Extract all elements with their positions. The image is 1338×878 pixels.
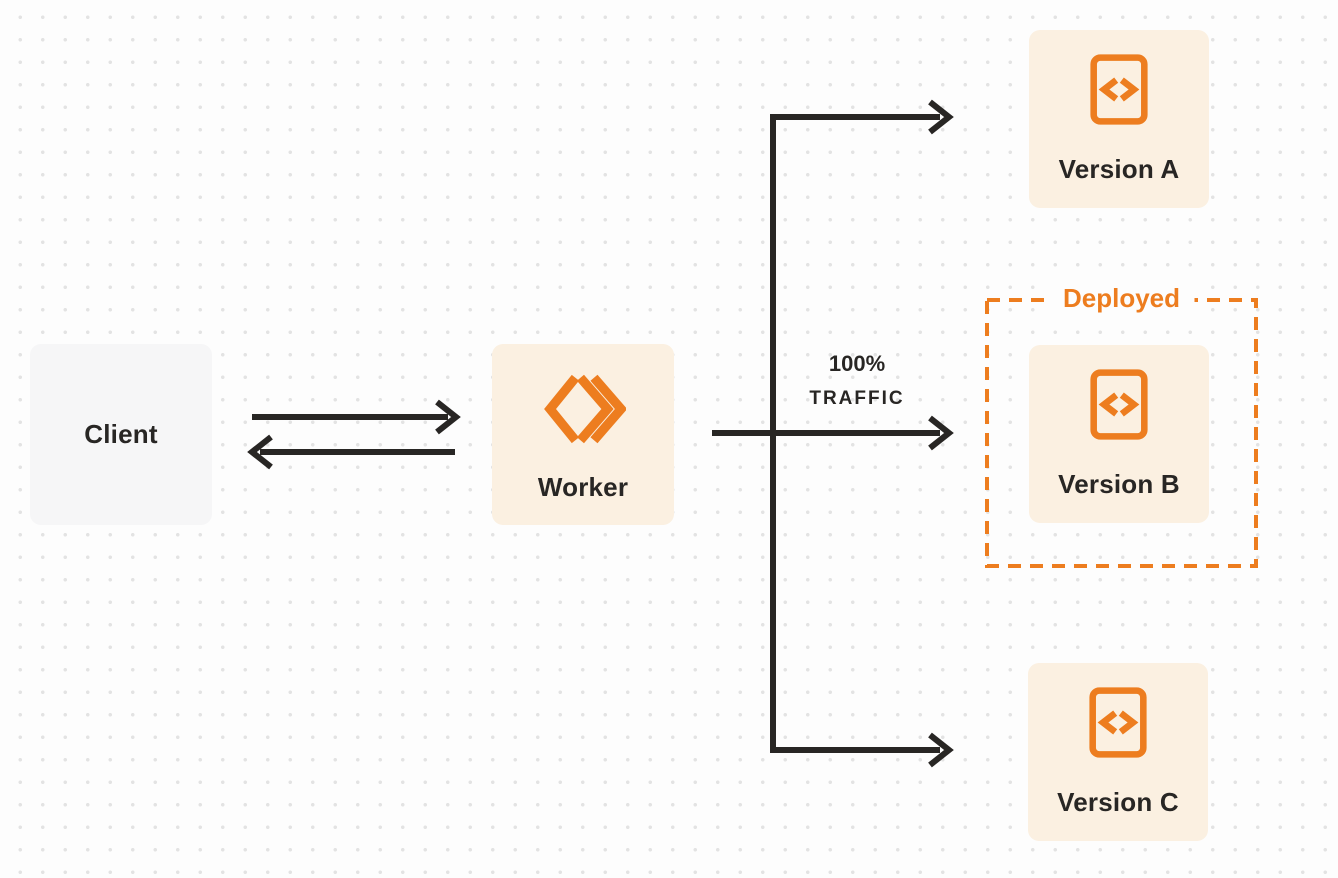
code-file-icon bbox=[1090, 369, 1148, 440]
branch-arrow-version-a bbox=[928, 99, 954, 135]
traffic-annotation: 100% TRAFFIC bbox=[777, 351, 937, 410]
client-node: Client bbox=[30, 344, 212, 525]
branch-arrow-version-c bbox=[928, 732, 954, 768]
worker-label: Worker bbox=[537, 472, 629, 502]
client-label: Client bbox=[84, 419, 158, 449]
version-b-node: Version B bbox=[1029, 345, 1209, 523]
version-c-node: Version C bbox=[1028, 663, 1208, 841]
code-file-icon bbox=[1089, 687, 1147, 758]
deployed-badge: Deployed bbox=[1048, 282, 1195, 314]
branch-line bbox=[770, 114, 940, 753]
worker-to-version-b-arrow bbox=[712, 415, 954, 451]
deployed-region: Deployed bbox=[985, 282, 1258, 568]
version-a-label: Version A bbox=[1058, 154, 1180, 184]
code-file-icon bbox=[1090, 54, 1148, 125]
client-to-worker-arrow bbox=[252, 399, 461, 435]
version-b-label: Version B bbox=[1058, 469, 1180, 499]
traffic-percentage: 100% bbox=[828, 351, 886, 376]
traffic-word: TRAFFIC bbox=[809, 388, 905, 409]
version-c-label: Version C bbox=[1057, 787, 1179, 817]
worker-double-chevron-icon bbox=[544, 374, 626, 444]
worker-node: Worker bbox=[492, 344, 674, 525]
version-a-node: Version A bbox=[1029, 30, 1209, 208]
worker-to-client-arrow bbox=[247, 434, 455, 470]
